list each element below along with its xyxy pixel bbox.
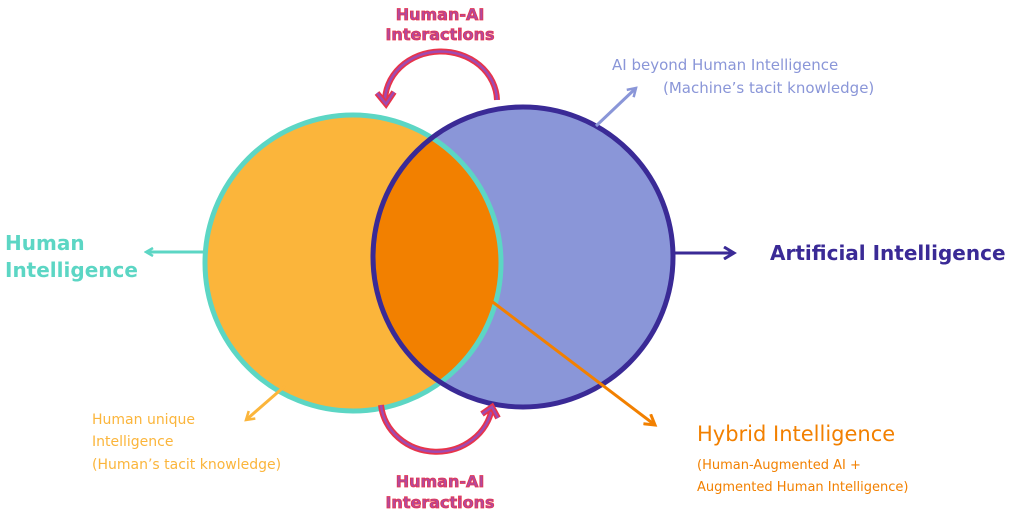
ai-circle-outline <box>370 104 676 410</box>
interaction-top-label-1: Human-AI <box>396 5 485 24</box>
hybrid-arrow <box>489 298 655 425</box>
human-unique-label-3: (Human’s tacit knowledge) <box>92 457 281 473</box>
interaction-bottom-label-2: Interactions <box>385 493 494 512</box>
human-circle-outline <box>202 112 504 414</box>
human-unique-label-2: Intelligence <box>92 434 173 450</box>
interaction-bottom-label-1: Human-AI <box>396 472 485 491</box>
human-unique-label-1: Human unique <box>92 412 195 428</box>
ai-beyond-label-1: AI beyond Human Intelligence <box>612 56 838 74</box>
interaction-top-label-2: Interactions <box>385 25 494 44</box>
hybrid-subtitle-1: (Human-Augmented AI + <box>697 458 861 473</box>
hybrid-overlap <box>373 115 501 407</box>
ai-beyond-label-2: (Machine’s tacit knowledge) <box>663 79 874 97</box>
interaction-arrow-bottom <box>378 402 501 455</box>
interaction-arrow-top <box>374 48 500 110</box>
hybrid-subtitle-2: Augmented Human Intelligence) <box>697 480 909 495</box>
hybrid-title: Hybrid Intelligence <box>697 422 895 446</box>
artificial-intelligence-label: Artificial Intelligence <box>770 241 1006 265</box>
ai-beyond-arrow <box>594 88 636 128</box>
human-unique-arrow <box>246 384 286 420</box>
human-intelligence-label-1: Human <box>5 231 85 255</box>
human-intelligence-label-2: Intelligence <box>5 258 138 282</box>
